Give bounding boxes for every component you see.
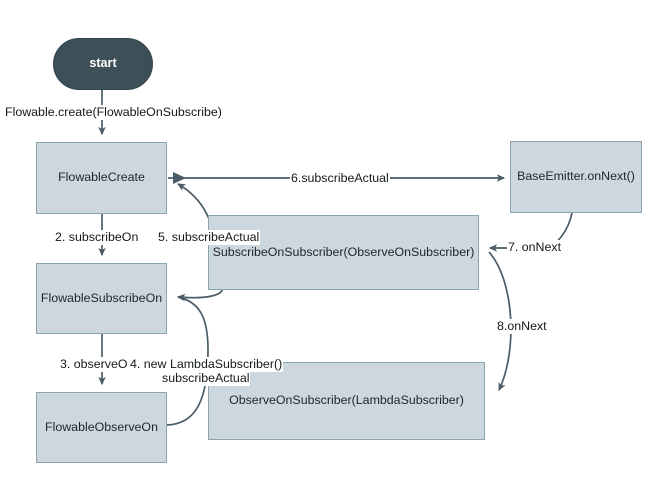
node-flowable-observe-on[interactable]: FlowableObserveOn	[36, 392, 167, 463]
node-flowable-observe-on-label: FlowableObserveOn	[45, 419, 158, 434]
node-subscribe-on-subscriber-label: SubscribeOnSubscriber(ObserveOnSubscribe…	[212, 244, 475, 259]
edge-label-4-new-lambda-subscriber: 4. new LambdaSubscriber()	[129, 357, 284, 373]
node-flowable-create-label: FlowableCreate	[58, 170, 145, 185]
node-flowable-subscribe-on-label: FlowableSubscribeOn	[40, 290, 163, 305]
node-observe-on-subscriber-label: ObserveOnSubscriber(LambdaSubscriber)	[229, 393, 464, 408]
edge-label-3-observe-on: 3. observeO	[59, 357, 129, 373]
node-start-label: start	[89, 56, 117, 71]
edge-label-8-onnext: 8.onNext	[496, 319, 548, 335]
node-flowable-create[interactable]: FlowableCreate	[36, 142, 167, 214]
edge-label-7-onnext: 7. onNext	[507, 240, 563, 256]
node-start[interactable]: start	[53, 38, 153, 90]
edge-subscribeonsubscriber-to-observeonsubscriber	[488, 251, 512, 392]
edge-label-2-subscribe-on: 2. subscribeOn	[54, 230, 140, 246]
edge-label-5-subscribe-actual: 5. subscribeActual	[157, 230, 261, 246]
edge-label-4-subscribe-actual: subscribeActual	[161, 371, 251, 387]
edge-observeon-to-flowablesubscribeon	[166, 296, 209, 426]
edge-label-flowable-create-call: Flowable.create(FlowableOnSubscribe)	[4, 105, 223, 121]
node-base-emitter-onnext[interactable]: BaseEmitter.onNext()	[510, 141, 642, 213]
node-base-emitter-onnext-label: BaseEmitter.onNext()	[517, 169, 635, 184]
node-observe-on-subscriber[interactable]: ObserveOnSubscriber(LambdaSubscriber)	[208, 362, 485, 440]
edge-label-6-subscribe-actual: 6.subscribeActual	[290, 171, 390, 187]
node-flowable-subscribe-on[interactable]: FlowableSubscribeOn	[36, 263, 167, 334]
edge-subscribeonsubscriber-to-flowablesubscribeon	[176, 289, 223, 302]
node-subscribe-on-subscriber[interactable]: SubscribeOnSubscriber(ObserveOnSubscribe…	[208, 215, 479, 290]
